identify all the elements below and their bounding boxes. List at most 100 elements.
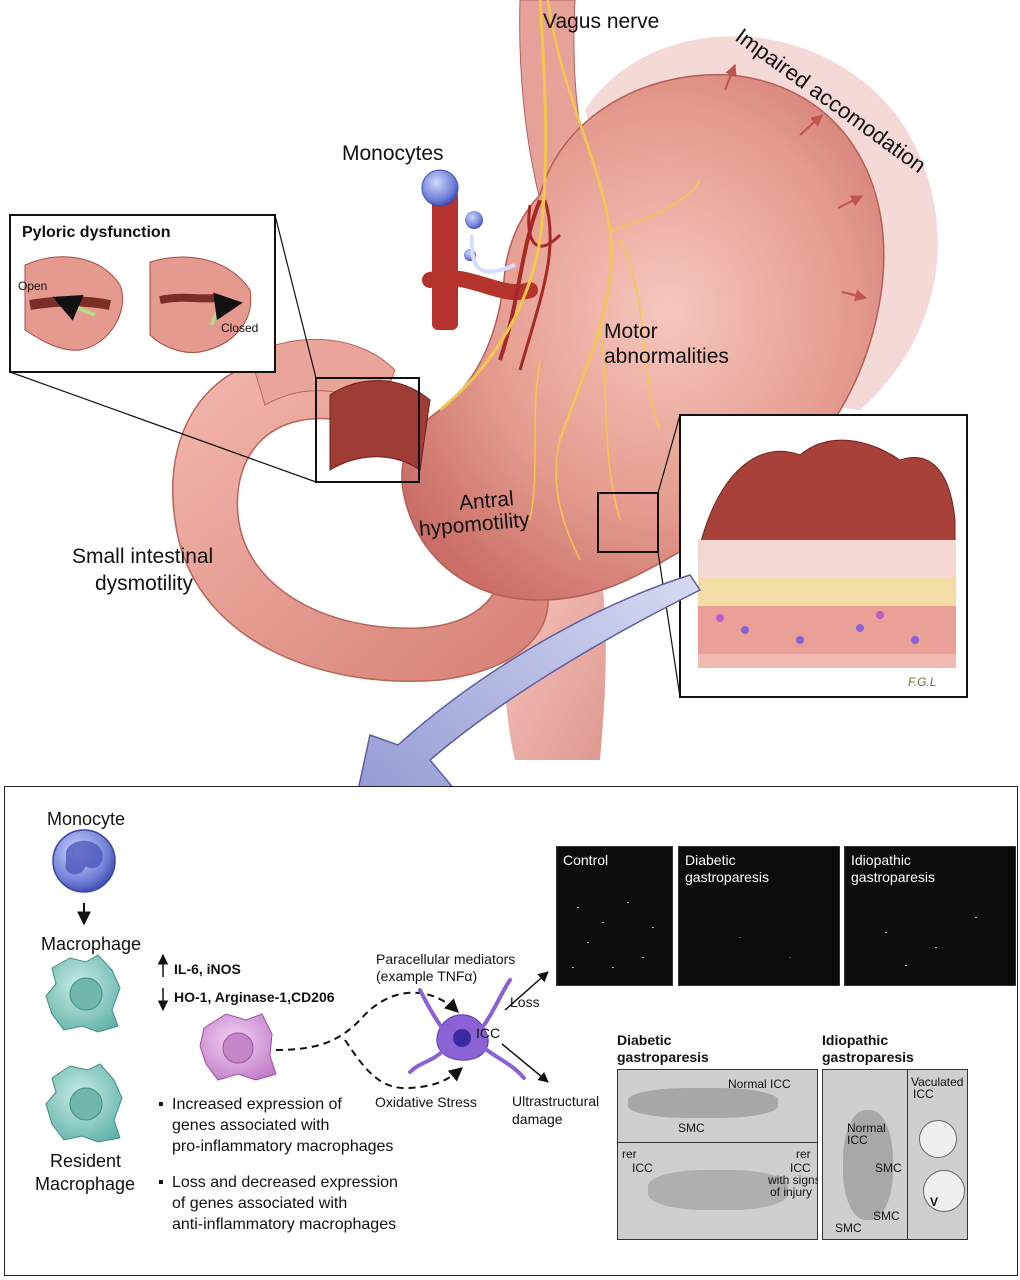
em-diabetic-title-1: Diabetic: [617, 1032, 672, 1048]
bullet-1-marker: ▪: [158, 1096, 164, 1113]
tissue-zoom-line-2: [657, 551, 681, 698]
em-d-injury-2: with signs: [768, 1173, 818, 1187]
dashed-path-lower: [344, 1039, 464, 1090]
ultrastructural-label-1: Ultrastructural: [512, 1093, 600, 1109]
icc-process-3: [408, 1048, 446, 1074]
micrograph-diabetic-label-1: Diabetic: [685, 852, 736, 868]
micrograph-diabetic: Diabetic gastroparesis: [678, 846, 840, 986]
pyloric-open-label: Open: [18, 279, 48, 293]
tissue-mucosa: [699, 439, 956, 556]
em-i-smc-2: SMC: [873, 1209, 900, 1223]
em-i-vac-2: ICC: [913, 1087, 934, 1101]
bullet-1: ▪ Increased expression of genes associat…: [158, 1095, 393, 1157]
micrograph-diabetic-label-2: gastroparesis: [685, 869, 770, 885]
em-diabetic: Normal ICC SMC rer ICC rer ICC with sign…: [617, 1069, 818, 1240]
em-i-normal-1: Normal: [847, 1121, 886, 1135]
pylorus-focus-box: [315, 377, 420, 483]
artery-vertical: [432, 190, 458, 330]
em-d-rer-right: rer: [796, 1147, 811, 1161]
monocyte-cell-medium: [465, 211, 483, 229]
tissue-muscle-layer: [698, 606, 956, 656]
em-d-rer-left: rer: [622, 1147, 637, 1161]
flow-arrow: [343, 574, 702, 852]
tissue-zoom-line-1: [657, 414, 681, 494]
accommodation-arrow-1: [724, 63, 737, 91]
upregulated-genes: IL-6, iNOS: [174, 961, 241, 977]
tissue-villi-layer: [698, 540, 956, 580]
bullet-1-line-3: pro-inflammatory macrophages: [172, 1137, 394, 1155]
em-d-normal-icc: Normal ICC: [728, 1077, 791, 1091]
vagus-trunk-1: [439, 0, 548, 412]
macrophage-nucleus: [69, 977, 103, 1011]
micrograph-idiopathic: Idiopathic gastroparesis: [844, 846, 1016, 986]
em-d-injury-3: of injury: [770, 1185, 813, 1199]
motor-abnormalities-label-1: Motor: [604, 320, 658, 343]
bullet-2: ▪ Loss and decreased expression of genes…: [158, 1173, 398, 1235]
bullet-2-marker: ▪: [158, 1174, 164, 1191]
monocyte-cell-large: [421, 169, 459, 207]
vagus-branch-5: [619, 239, 661, 431]
pyloric-open-arrow: [52, 294, 96, 321]
pyloric-zoom-line-1: [274, 214, 317, 379]
tissue-icc-3: [856, 624, 864, 632]
em-i-vac-1: Vaculated: [911, 1075, 964, 1089]
vessel-branch-1: [498, 199, 542, 361]
pyloric-zoom-line-2: [9, 371, 317, 483]
em-idiopathic-title-2: gastroparesis: [822, 1049, 914, 1065]
em-d-icc-left: ICC: [632, 1161, 653, 1175]
icc-process-2: [482, 1046, 526, 1080]
pyloric-title: Pyloric dysfunction: [22, 224, 171, 241]
em-i-normal-2: ICC: [847, 1133, 868, 1147]
small-intestine: [171, 356, 549, 682]
monocytes-label: Monocytes: [342, 142, 444, 165]
tissue-focus-box: [597, 492, 659, 553]
em-idiopathic-title-1: Idiopathic: [822, 1032, 889, 1048]
em-idiopathic: Normal ICC SMC SMC SMC Vaculated ICC V: [822, 1069, 968, 1240]
bullet-2-line-1: Loss and decreased expression: [172, 1174, 398, 1191]
vagus-branch-3: [555, 439, 581, 561]
resident-macrophage-nucleus: [69, 1087, 103, 1121]
micrograph-idiopathic-label-1: Idiopathic: [851, 852, 911, 868]
icc-label: ICC: [476, 1025, 501, 1041]
artist-signature: F.G.L: [908, 675, 937, 689]
small-intestinal-label-1: Small intestinal: [72, 545, 214, 568]
em-i-smc-3: SMC: [835, 1221, 862, 1235]
icc-nucleus: [453, 1029, 471, 1047]
micrograph-control: Control: [556, 846, 673, 986]
accommodation-arrow-2: [799, 114, 823, 136]
tissue-macrophage-1: [716, 614, 724, 622]
vagus-branch-2: [599, 329, 621, 521]
resident-macrophage-label-1: Resident: [50, 1151, 122, 1171]
ultrastructural-label-2: damage: [512, 1111, 563, 1127]
bullet-1-line-1: Increased expression of: [172, 1096, 342, 1113]
paracellular-label-2: (example TNFα): [376, 968, 478, 984]
pyloric-closed-drawing: [149, 256, 252, 354]
monocyte-label: Monocyte: [47, 809, 126, 829]
vagus-branch-1: [609, 179, 701, 231]
resident-macrophage-label-2: Macrophage: [35, 1174, 136, 1194]
em-i-smc-1: SMC: [875, 1161, 902, 1175]
monocyte-nucleus: [65, 840, 103, 875]
em-d-smc: SMC: [678, 1121, 705, 1135]
tissue-icc-2: [796, 636, 804, 644]
small-intestinal-label-2: dysmotility: [95, 572, 194, 595]
icc-process-1: [480, 978, 512, 1030]
bullet-1-line-2: genes associated with: [172, 1116, 330, 1134]
accommodation-arrow-4: [841, 289, 868, 302]
accommodation-arrow-3: [837, 195, 864, 209]
vessel-branch-2: [518, 199, 552, 371]
micrograph-idiopathic-label-2: gastroparesis: [851, 869, 936, 885]
em-diabetic-title-2: gastroparesis: [617, 1049, 709, 1065]
loss-arrow: [504, 971, 549, 1011]
vessel-branch-3: [527, 204, 562, 248]
oxidative-stress-label: Oxidative Stress: [375, 1094, 477, 1110]
tissue-macrophage-2: [876, 611, 884, 619]
loss-label: Loss: [510, 994, 540, 1010]
vagus-nerve-label: Vagus nerve: [543, 10, 660, 33]
em-d-injury-1: ICC: [790, 1161, 811, 1175]
pro-inflammatory-nucleus: [222, 1032, 254, 1064]
icc-process-4: [418, 988, 444, 1030]
tissue-icc-4: [911, 636, 919, 644]
